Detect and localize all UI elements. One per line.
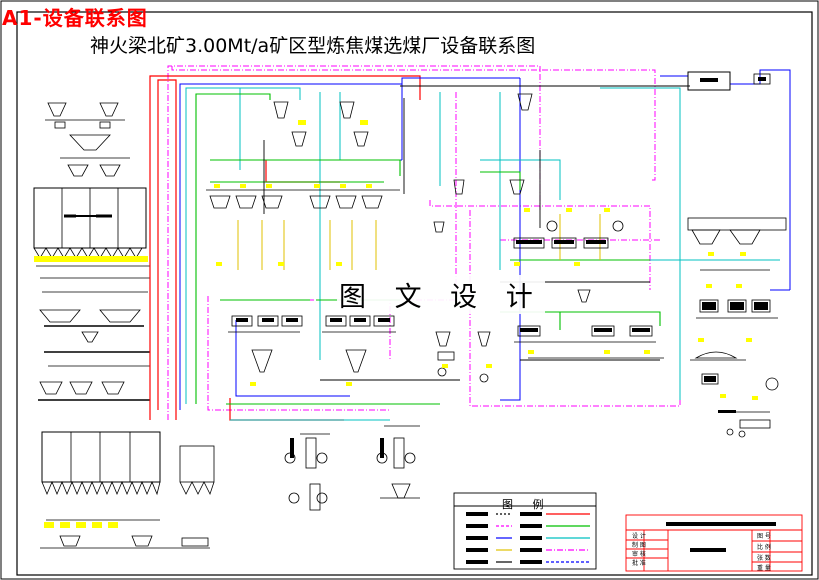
reject-lines (149, 75, 421, 421)
title-block-label-design: 设 计 (632, 533, 646, 540)
inner-frame (16, 11, 813, 576)
title-block (625, 514, 803, 572)
title-block-label-number: 图 号 (757, 533, 771, 540)
right-section (687, 71, 787, 438)
watermark-text: 图 文 设 计 (337, 275, 545, 314)
title-block-label-sheets: 张 数 (757, 555, 771, 562)
central-equipment (206, 93, 664, 511)
legend-title: 图 例 (502, 498, 552, 511)
title-block-label-approve: 批 准 (632, 560, 646, 567)
process-lines (263, 85, 690, 381)
drawing-title: 神火梁北矿3.00Mt/a矿区型炼焦煤选煤厂设备联系图 (90, 35, 536, 57)
middling-lines (237, 214, 601, 270)
central-equipment-tags (214, 120, 650, 386)
slurry-lines (179, 69, 791, 410)
left-equipment-tags (34, 256, 148, 528)
right-motor-blocks (700, 77, 768, 413)
motor-blocks (236, 240, 650, 458)
right-equipment-tags (698, 252, 758, 400)
title-block-label-draw: 制 图 (632, 542, 646, 549)
left-column (33, 102, 215, 549)
corner-tag: A1-设备联系图 (2, 6, 148, 30)
clean-coal-lines (195, 93, 661, 405)
title-block-label-check: 审 核 (632, 551, 646, 558)
legend-samples (466, 512, 590, 564)
title-block-label-weight: 重 量 (757, 565, 771, 572)
title-block-fills (666, 522, 776, 552)
legend-box (453, 492, 597, 570)
water-lines (185, 87, 780, 421)
title-block-label-scale: 比 例 (757, 544, 771, 551)
